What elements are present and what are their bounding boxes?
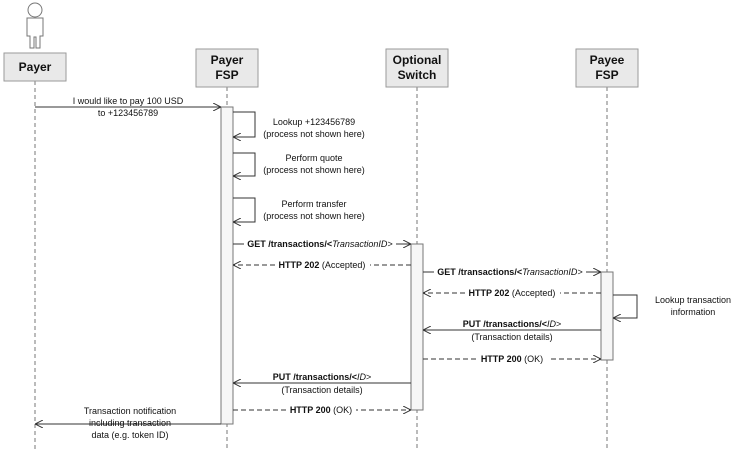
- participant-payee-fsp-box: [575, 48, 639, 88]
- arrow-quote-self: [233, 152, 256, 176]
- msg-notification-label-2: including transaction: [89, 418, 171, 428]
- msg-quote-label-2: (process not shown here): [263, 165, 365, 175]
- participant-payer-label: Payer: [19, 60, 52, 74]
- msg-http-200-label: HTTP 200 (OK): [481, 354, 543, 364]
- msg-transfer-label-2: (process not shown here): [263, 211, 365, 221]
- participant-payer-fsp-label-2: FSP: [215, 68, 238, 82]
- msg-quote-label-1: Perform quote: [285, 153, 342, 163]
- activation-payer-fsp: [220, 106, 234, 425]
- msg-lookup-label-2: (process not shown here): [263, 129, 365, 139]
- arrow-lookup-self: [233, 111, 256, 137]
- msg-get-transactions-label-2: GET /transactions/<TransactionID>: [437, 267, 582, 277]
- msg-http-202-label-2: HTTP 202 (Accepted): [469, 288, 556, 298]
- person-icon: [26, 2, 44, 49]
- msg-lookup-transaction-label-2: information: [671, 307, 716, 317]
- msg-notification-label-1: Transaction notification: [84, 406, 176, 416]
- msg-put-transactions-label: PUT /transactions/<ID>: [463, 319, 562, 329]
- participant-payer-box: [3, 52, 67, 82]
- participant-switch-box: [385, 48, 449, 88]
- participant-switch-label-2: Switch: [398, 68, 437, 82]
- msg-put-transactions-sub: (Transaction details): [471, 332, 552, 342]
- participant-payee-fsp-label-2: FSP: [595, 68, 618, 82]
- msg-put-transactions-label-2: PUT /transactions/<ID>: [273, 372, 372, 382]
- participant-switch-label: Optional: [393, 53, 442, 67]
- msg-notification-label-3: data (e.g. token ID): [91, 430, 168, 440]
- msg-get-transactions-label: GET /transactions/<TransactionID>: [247, 239, 392, 249]
- msg-http-200-label-2: HTTP 200 (OK): [290, 405, 352, 415]
- arrow-lookup-transaction-self: [613, 294, 638, 318]
- msg-lookup-label-1: Lookup +123456789: [273, 117, 355, 127]
- msg-pay-request-label-2: to +123456789: [98, 108, 158, 118]
- msg-pay-request-label-1: I would like to pay 100 USD: [73, 96, 184, 106]
- activation-switch: [410, 243, 424, 411]
- arrow-transfer-self: [233, 197, 256, 222]
- participant-payee-fsp-label: Payee: [590, 53, 625, 67]
- msg-http-202-label: HTTP 202 (Accepted): [279, 260, 366, 270]
- participant-payer-fsp-box: [195, 48, 259, 88]
- participant-payer-fsp-label: Payer: [211, 53, 244, 67]
- msg-transfer-label-1: Perform transfer: [281, 199, 346, 209]
- activation-payee-fsp: [600, 271, 614, 361]
- msg-put-transactions-sub-2: (Transaction details): [281, 385, 362, 395]
- msg-lookup-transaction-label-1: Lookup transaction: [655, 295, 731, 305]
